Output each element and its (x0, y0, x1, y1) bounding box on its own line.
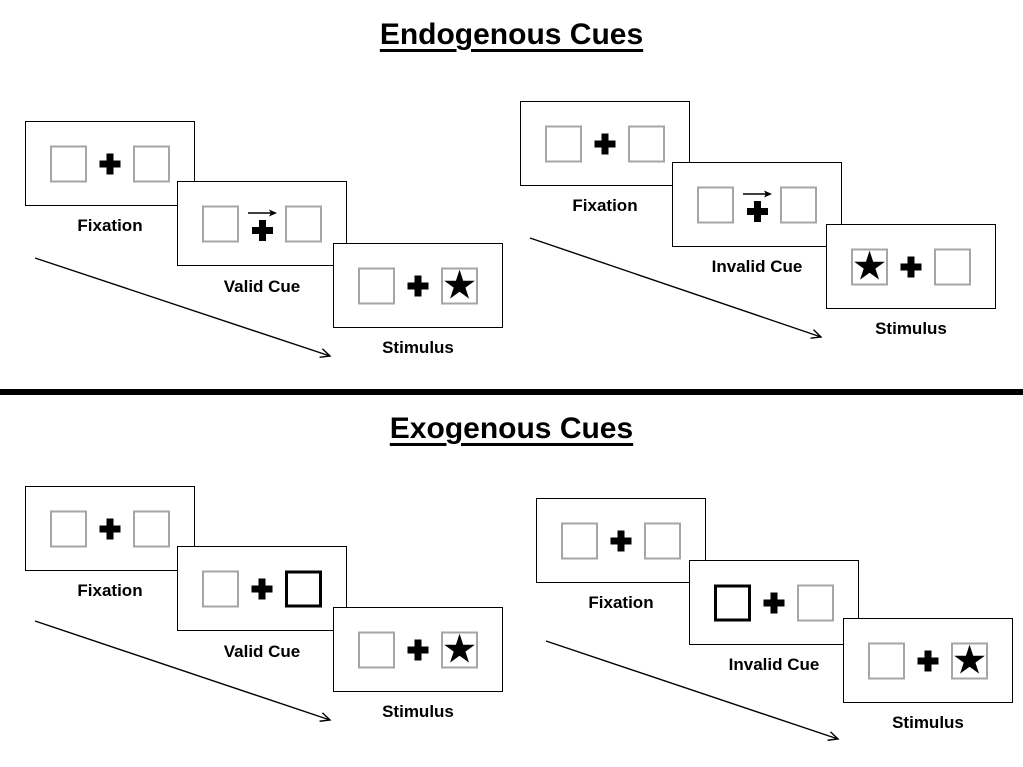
fixation-cross-icon (900, 256, 922, 277)
cue-box-thick (714, 584, 751, 621)
exogenous-valid-cue-panel (177, 546, 347, 631)
placeholder-box (868, 642, 905, 679)
timeline-arrow (529, 237, 821, 337)
placeholder-box (644, 522, 681, 559)
cue-box-thick (285, 570, 322, 607)
placeholder-box (202, 205, 239, 242)
step-label: Stimulus (382, 702, 454, 721)
placeholder-box (285, 205, 322, 242)
fixation-cross-icon (407, 639, 429, 660)
step-label: Stimulus (382, 338, 454, 357)
placeholder-box (697, 186, 734, 223)
star-icon: ★ (441, 262, 478, 309)
cue-arrow-icon (248, 209, 277, 216)
target-box: ★ (951, 637, 988, 684)
placeholder-box (358, 267, 395, 304)
step-label: Valid Cue (223, 277, 301, 296)
placeholder-box (133, 145, 170, 182)
step-label: Stimulus (875, 319, 947, 338)
cue-arrow-icon (743, 190, 772, 197)
star-icon: ★ (851, 243, 888, 290)
placeholder-box (50, 145, 87, 182)
fixation-cross-icon (99, 153, 121, 174)
exogenous-valid-fixation-panel (25, 486, 195, 571)
section-title-endogenous: Endogenous Cues (379, 18, 644, 51)
fixation-cross-icon (594, 133, 616, 154)
placeholder-box (545, 125, 582, 162)
placeholder-box (358, 631, 395, 668)
step-label: Fixation (572, 196, 638, 215)
step-label: Stimulus (892, 713, 964, 732)
exogenous-invalid-stimulus-panel: ★ (843, 618, 1013, 703)
endogenous-invalid-cue-panel (672, 162, 842, 247)
placeholder-box (797, 584, 834, 621)
target-box: ★ (851, 243, 888, 290)
endogenous-valid-cue-panel (177, 181, 347, 266)
endogenous-invalid-fixation-panel (520, 101, 690, 186)
placeholder-box (133, 510, 170, 547)
timeline-arrow (34, 257, 330, 356)
placeholder-box (628, 125, 665, 162)
step-label: Fixation (77, 216, 143, 235)
endogenous-valid-fixation-panel (25, 121, 195, 206)
section-title-exogenous: Exogenous Cues (389, 412, 634, 445)
fixation-cross-icon (407, 275, 429, 296)
timeline-arrow (34, 620, 330, 720)
step-label: Fixation (77, 581, 143, 600)
fixation-cross-icon (746, 200, 768, 222)
fixation-cross-icon (99, 518, 121, 539)
placeholder-box (780, 186, 817, 223)
placeholder-box (934, 248, 971, 285)
step-label: Invalid Cue (711, 257, 803, 276)
fixation-cross-icon (610, 530, 632, 551)
section-divider (0, 389, 1023, 395)
fixation-cross-icon (917, 650, 939, 671)
step-label: Valid Cue (223, 642, 301, 661)
placeholder-box (50, 510, 87, 547)
star-icon: ★ (951, 637, 988, 684)
target-box: ★ (441, 262, 478, 309)
fixation-cross-icon (251, 219, 273, 241)
step-label: Invalid Cue (728, 655, 820, 674)
exogenous-invalid-fixation-panel (536, 498, 706, 583)
star-icon: ★ (441, 626, 478, 673)
placeholder-box (561, 522, 598, 559)
step-label: Fixation (588, 593, 654, 612)
endogenous-valid-stimulus-panel: ★ (333, 243, 503, 328)
placeholder-box (202, 570, 239, 607)
exogenous-invalid-cue-panel (689, 560, 859, 645)
fixation-cross-icon (251, 578, 273, 599)
fixation-cross-icon (763, 592, 785, 613)
exogenous-valid-stimulus-panel: ★ (333, 607, 503, 692)
endogenous-invalid-stimulus-panel: ★ (826, 224, 996, 309)
target-box: ★ (441, 626, 478, 673)
